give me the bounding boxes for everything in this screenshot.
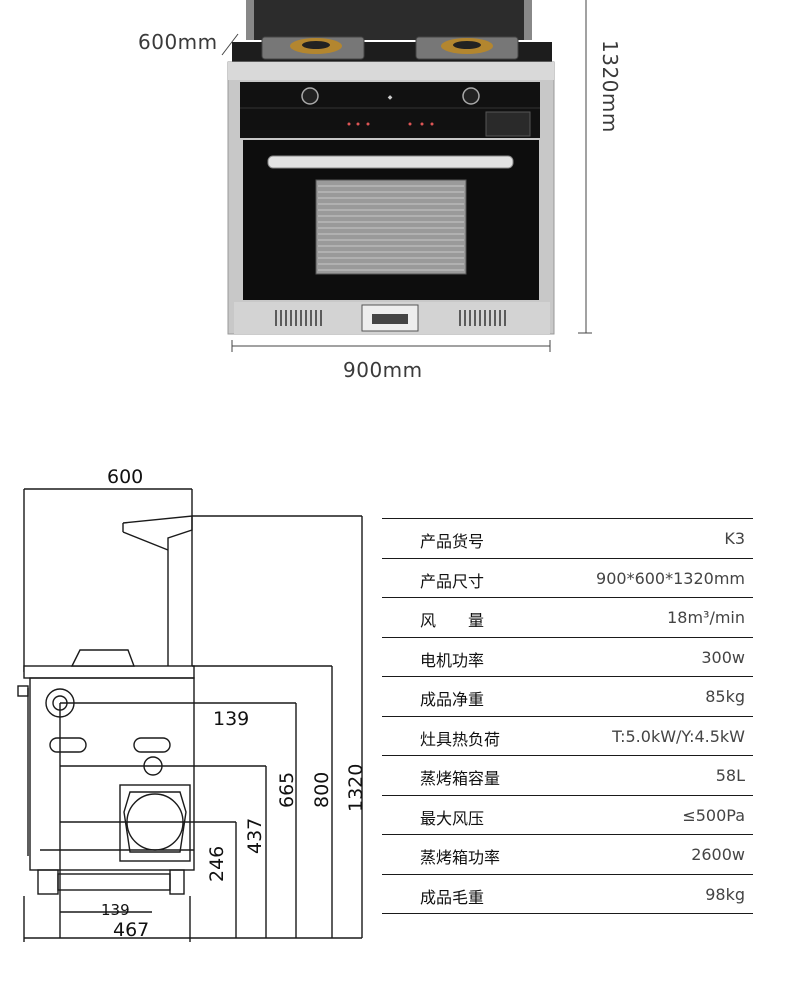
spec-key: 蒸烤箱功率: [420, 848, 501, 867]
drawing-label-800: 800: [311, 771, 333, 808]
spec-key: 成品净重: [420, 690, 485, 709]
spec-row: 产品货号 K3: [382, 518, 753, 558]
side-view-drawing: [17, 488, 363, 942]
spec-key: 产品尺寸: [420, 571, 485, 591]
drawing-label-139-upper: 139: [213, 708, 250, 730]
spec-key: 灶具热负荷: [420, 729, 501, 749]
spec-value: 2600w: [691, 845, 745, 864]
spec-value: 900*600*1320mm: [596, 568, 745, 588]
spec-value: 300w: [701, 647, 745, 667]
spec-table: 产品货号 K3 产品尺寸 900*600*1320mm 风 量 18m³/min…: [382, 518, 753, 914]
spec-row: 灶具热负荷 T:5.0kW/Y:4.5kW: [382, 715, 753, 756]
spec-value: T:5.0kW/Y:4.5kW: [612, 726, 745, 746]
product-front-view: ◆: [221, 0, 592, 352]
brand-logo: ◆: [388, 95, 393, 101]
spec-key: 产品货号: [420, 532, 485, 551]
drawing-label-246: 246: [206, 845, 228, 882]
drawing-label-665: 665: [276, 771, 298, 808]
drawing-label-437: 437: [244, 817, 266, 854]
display-window: [485, 111, 531, 137]
spec-key: 风 量: [420, 611, 485, 630]
width-label: 900mm: [343, 358, 423, 382]
spec-row: 蒸烤箱容量 58L: [382, 755, 753, 795]
spec-value: 58L: [715, 766, 745, 785]
spec-row: 成品净重 85kg: [382, 676, 753, 716]
spec-row: 风 量 18m³/min: [382, 597, 753, 637]
left-burner: [261, 36, 365, 60]
spec-row: 电机功率 300w: [382, 636, 753, 677]
spec-key: 最大风压: [420, 808, 485, 828]
spec-key: 成品毛重: [420, 887, 485, 907]
spec-value: 85kg: [705, 687, 745, 706]
spec-value: 98kg: [705, 884, 745, 904]
spec-row: 最大风压 ≤500Pa: [382, 794, 753, 835]
spec-row: 产品尺寸 900*600*1320mm: [382, 557, 753, 598]
drawing-label-600: 600: [107, 466, 144, 488]
depth-label: 600mm: [138, 30, 218, 54]
oven-window: [315, 179, 467, 275]
spec-row: 成品毛重 98kg: [382, 873, 753, 914]
drawing-label-467: 467: [113, 919, 150, 941]
left-vent: [275, 310, 322, 326]
spec-value: ≤500Pa: [682, 805, 745, 825]
right-burner: [415, 36, 519, 60]
spec-row: 蒸烤箱功率 2600w: [382, 834, 753, 874]
hood-column: [246, 0, 532, 40]
spec-value: 18m³/min: [667, 608, 745, 627]
height-label: 1320mm: [598, 40, 622, 133]
right-knob[interactable]: [462, 87, 480, 105]
right-vent: [459, 310, 506, 326]
oven-handle[interactable]: [267, 155, 514, 169]
spec-key: 电机功率: [420, 650, 485, 670]
spec-value: K3: [724, 529, 745, 548]
drawing-label-1320: 1320: [345, 763, 367, 812]
depth-dimension-line: [221, 33, 239, 56]
left-knob[interactable]: [301, 87, 319, 105]
drawing-label-139-lower: 139: [101, 901, 130, 919]
drip-tray[interactable]: [361, 304, 419, 332]
spec-key: 蒸烤箱容量: [420, 769, 501, 788]
